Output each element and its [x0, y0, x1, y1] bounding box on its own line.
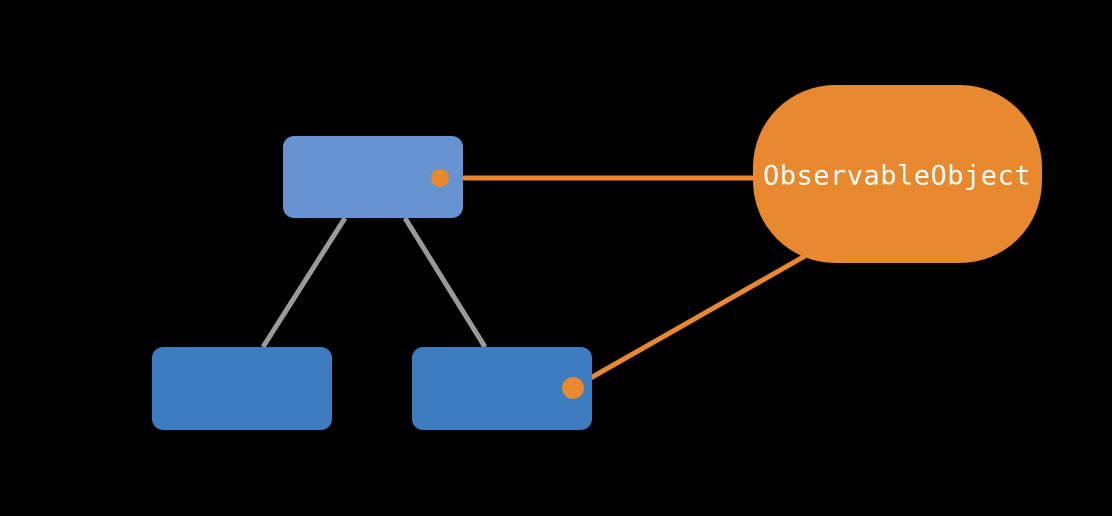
parent-view-node[interactable] [283, 136, 463, 218]
hierarchy-edge-left [260, 216, 348, 349]
connector-layer [431, 169, 584, 399]
edge-layer [260, 175, 807, 391]
observable-object-node-label: ObservableObject [763, 161, 1031, 192]
child-view-right-node-shape [412, 347, 592, 430]
observable-object-node-shape [753, 85, 1042, 263]
child-view-left-node[interactable] [152, 347, 332, 430]
child-view-left-node-shape [152, 347, 332, 430]
node-layer: ObservableObject [152, 85, 1042, 430]
child-view-right-node[interactable] [412, 347, 592, 430]
observation-dot-parent[interactable] [431, 169, 449, 187]
hierarchy-edge-right [402, 216, 488, 349]
observation-dot-child[interactable] [562, 377, 584, 399]
observation-edge-child [571, 253, 807, 391]
parent-view-node-shape [283, 136, 463, 218]
observable-object-node[interactable]: ObservableObject [753, 85, 1042, 263]
